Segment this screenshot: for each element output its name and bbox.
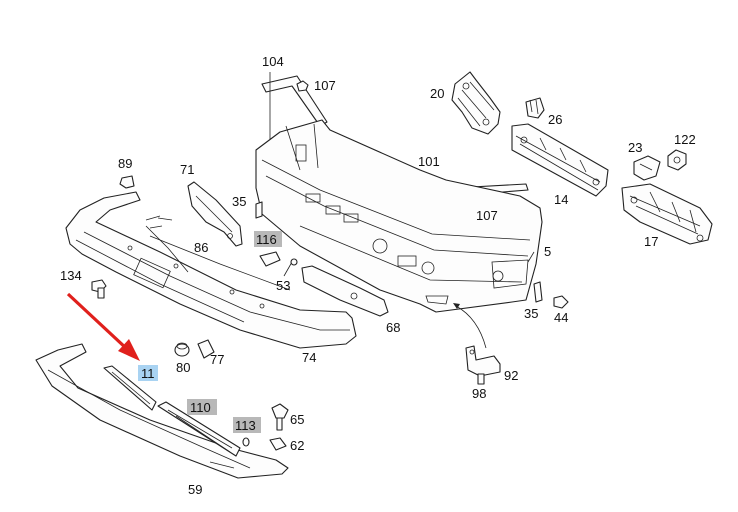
part-92-bracket [465,345,501,377]
part-53-screw [283,258,298,277]
callout-107[interactable]: 107 [476,208,498,223]
part-80-grommet [174,342,190,357]
part-68-trim [301,265,389,317]
highlight-116 [254,231,282,247]
part-20-bracket [451,71,501,135]
callout-107[interactable]: 107 [314,78,336,93]
callout-92[interactable]: 92 [504,368,518,383]
callout-23[interactable]: 23 [628,140,642,155]
part-86-bumper-carrier [65,191,357,349]
part-5-bumper-cover [255,119,543,313]
callout-77[interactable]: 77 [210,352,224,367]
highlight-110 [187,399,217,415]
callout-110[interactable]: 110 [190,400,211,415]
red-arrow-indicator [66,292,140,361]
callout-65[interactable]: 65 [290,412,304,427]
part-17-absorber [621,183,713,245]
callout-71[interactable]: 71 [180,162,194,177]
highlight-11 [138,365,158,381]
part-62-nut [269,437,287,451]
part-122-nut [667,149,687,171]
highlight-113 [233,417,261,433]
callout-74[interactable]: 74 [302,350,316,365]
callout-35[interactable]: 35 [524,306,538,321]
callout-62[interactable]: 62 [290,438,304,453]
callout-5[interactable]: 5 [544,244,551,259]
leader-92 [455,305,487,349]
part-116-retainer [259,251,281,267]
callout-98[interactable]: 98 [472,386,486,401]
callout-35[interactable]: 35 [232,194,246,209]
callout-122[interactable]: 122 [674,132,696,147]
callout-11[interactable]: 11 [141,366,155,381]
callout-26[interactable]: 26 [548,112,562,127]
part-26-bracket [525,97,545,119]
part-113-clip [242,437,250,447]
part-77-spacer [197,339,215,359]
callout-68[interactable]: 68 [386,320,400,335]
callout-89[interactable]: 89 [118,156,132,171]
part-71-side-bracket [187,181,243,247]
callout-80[interactable]: 80 [176,360,190,375]
part-110-grille [157,401,241,457]
part-134-bolt [91,279,107,299]
callout-86[interactable]: 86 [194,240,208,255]
callout-53[interactable]: 53 [276,278,290,293]
callout-14[interactable]: 14 [554,192,568,207]
callout-59[interactable]: 59 [188,482,202,497]
callout-113[interactable]: 113 [235,418,256,433]
callout-134[interactable]: 134 [60,268,82,283]
part-65-bolt [271,403,289,431]
part-44-plug [553,295,569,309]
part-35-clip-left [255,201,263,219]
part-11-grille[interactable] [103,365,157,411]
callout-20[interactable]: 20 [430,86,444,101]
callout-104[interactable]: 104 [262,54,284,69]
callout-17[interactable]: 17 [644,234,658,249]
part-107-clip-top [296,80,309,92]
callout-44[interactable]: 44 [554,310,568,325]
part-14-impact-absorber [511,123,609,197]
part-59-spoiler [35,343,289,479]
callout-101[interactable]: 101 [418,154,440,169]
part-35-clip-right [533,281,543,303]
part-98-screw [477,373,485,385]
callout-116[interactable]: 116 [256,232,277,247]
part-23-bracket [633,155,661,181]
part-89-clip [119,175,135,189]
